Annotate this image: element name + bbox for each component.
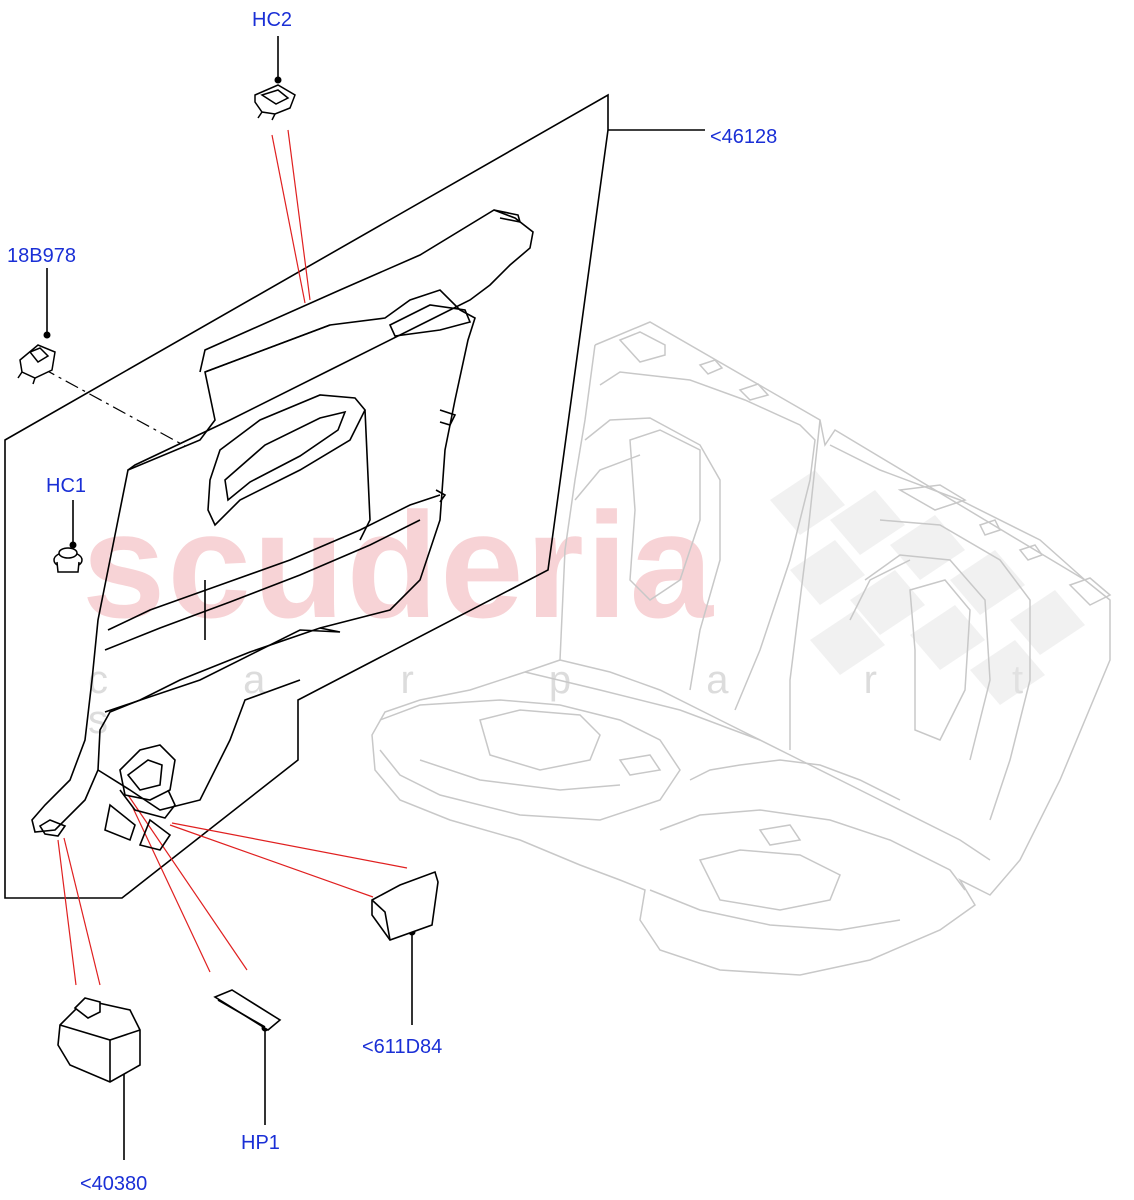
40380-cover — [57, 997, 141, 1083]
18b978-clip — [17, 344, 56, 385]
callout-hc1[interactable]: HC1 — [46, 475, 87, 497]
hc1-fastener — [53, 547, 83, 573]
quarter-trim-panel — [31, 209, 534, 851]
reference-line — [41, 367, 186, 447]
watermark-checker — [770, 470, 1085, 705]
callout-18b978[interactable]: 18B978 — [7, 245, 76, 267]
watermark-brand: scuderia — [82, 481, 715, 649]
callout-611d84[interactable]: <611D84 — [362, 1036, 443, 1058]
611d84-pad — [371, 870, 439, 941]
callout-40380[interactable]: <40380 — [80, 1173, 148, 1195]
leader-dots — [43, 76, 416, 1074]
leader-lines — [46, 36, 705, 1160]
pointer-lines — [57, 129, 408, 986]
callout-hc2[interactable]: HC2 — [252, 9, 293, 31]
callout-46128[interactable]: <46128 — [710, 126, 778, 148]
hc2-clip — [254, 84, 296, 121]
assembly-boundary — [4, 93, 609, 899]
hp1-plate — [213, 989, 282, 1031]
callout-hp1[interactable]: HP1 — [241, 1132, 280, 1154]
rear-seat-outline — [371, 321, 1112, 976]
